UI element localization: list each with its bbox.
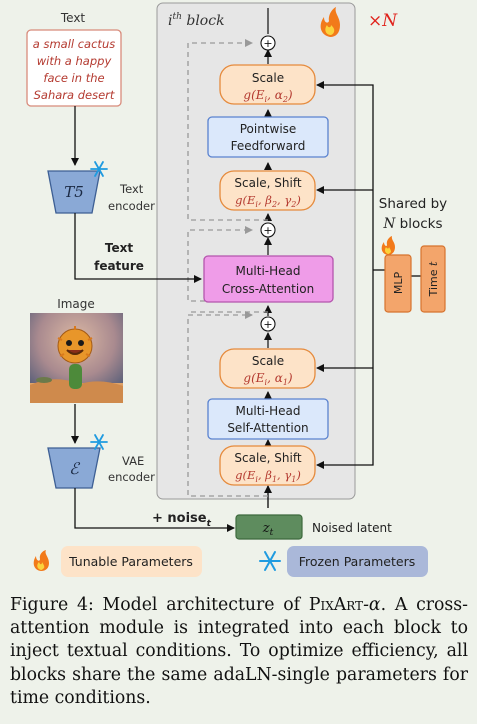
text-feature-arrow [74, 213, 202, 283]
svg-text:Tunable Parameters: Tunable Parameters [68, 554, 193, 569]
architecture-diagram: ith block ×N + + + Scale g(Ei, α2) Point… [26, 2, 447, 577]
svg-text:+: + [263, 318, 272, 331]
vae-encoder-label-1: VAE [122, 454, 144, 468]
vae-encoder-label-2: encoder [108, 470, 155, 484]
fire-icon [320, 7, 340, 37]
scale-shift-module-1: Scale, Shift g(Ei, β1, γ1) [219, 445, 316, 486]
text-feature-label-2: feature [94, 259, 144, 273]
scale-module-mid: Scale g(Ei, α1) [219, 348, 316, 389]
svg-text:g(Ei, β2, γ2): g(Ei, β2, γ2) [235, 193, 301, 209]
scale-module-top: Scale g(Ei, α2) [219, 64, 316, 105]
pointwise-feedforward-module: Pointwise Feedforward [207, 116, 329, 158]
image-input-header: Image [57, 297, 95, 311]
block-repeat-label: ×N [368, 11, 398, 31]
svg-text:with a happy: with a happy [37, 54, 112, 68]
noised-latent-label: Noised latent [312, 521, 392, 535]
svg-text:Feedforward: Feedforward [231, 139, 306, 153]
fire-icon [33, 550, 49, 571]
latent-arrow [74, 488, 235, 532]
svg-text:ℰ: ℰ [69, 459, 81, 478]
svg-text:MLP: MLP [392, 272, 405, 295]
svg-text:Time t: Time t [427, 261, 440, 297]
shared-label-line1: Shared by [379, 196, 447, 212]
noise-label: + noiset [152, 511, 212, 529]
svg-text:Pointwise: Pointwise [240, 122, 297, 136]
svg-text:Self-Attention: Self-Attention [227, 421, 308, 435]
text-input-header: Text [60, 11, 86, 25]
text-encoder-label-2: encoder [108, 199, 155, 213]
noised-latent-node: zt [235, 514, 303, 540]
add-node-mid: + [260, 222, 276, 238]
svg-text:T5: T5 [64, 183, 84, 201]
svg-text:face in the: face in the [43, 71, 104, 85]
block-title: ith block [168, 12, 225, 29]
svg-text:zt: zt [262, 521, 274, 538]
svg-text:Multi-Head: Multi-Head [235, 404, 300, 418]
legend-tunable: Tunable Parameters [61, 546, 202, 577]
svg-text:g(Ei, β1, γ1): g(Ei, β1, γ1) [235, 468, 301, 484]
cactus-image [30, 313, 123, 403]
svg-text:g(Ei, α1): g(Ei, α1) [243, 371, 293, 387]
svg-text:a small cactus: a small cactus [33, 37, 115, 51]
svg-text:Scale, Shift: Scale, Shift [234, 451, 301, 465]
svg-text:Scale, Shift: Scale, Shift [234, 176, 301, 190]
time-input-module: Time t [420, 245, 446, 313]
svg-text:Cross-Attention: Cross-Attention [222, 282, 314, 296]
text-encoder-label-1: Text [119, 182, 144, 196]
snowflake-icon [90, 434, 108, 450]
svg-text:Scale: Scale [252, 354, 284, 368]
svg-text:Sahara desert: Sahara desert [34, 88, 115, 102]
shared-label-line2: N blocks [383, 216, 443, 232]
scale-shift-module-2: Scale, Shift g(Ei, β2, γ2) [219, 170, 316, 211]
svg-text:g(Ei, α2): g(Ei, α2) [243, 88, 293, 104]
snowflake-icon [90, 161, 108, 177]
svg-text:Scale: Scale [252, 71, 284, 85]
cross-attention-module: Multi-Head Cross-Attention [203, 255, 334, 303]
figure-caption: Figure 4: Model architecture of PixArt-α… [10, 595, 468, 708]
fire-icon [381, 236, 395, 255]
svg-text:Multi-Head: Multi-Head [235, 264, 300, 278]
shared-condition-lines [316, 81, 421, 469]
svg-text:+: + [263, 37, 272, 50]
text-prompt-box: a small cactus with a happy face in the … [26, 29, 122, 107]
vae-encoder: ℰ [47, 447, 101, 489]
svg-text:+: + [263, 224, 272, 237]
mlp-module: MLP [384, 254, 412, 313]
add-node-top: + [260, 35, 276, 51]
snowflake-icon [259, 551, 281, 571]
text-feature-label-1: Text [105, 241, 133, 255]
legend-frozen: Frozen Parameters [287, 546, 428, 577]
svg-text:Frozen Parameters: Frozen Parameters [299, 554, 416, 569]
add-node-bottom: + [260, 316, 276, 332]
self-attention-module: Multi-Head Self-Attention [207, 398, 329, 440]
t5-encoder: T5 [47, 170, 101, 214]
